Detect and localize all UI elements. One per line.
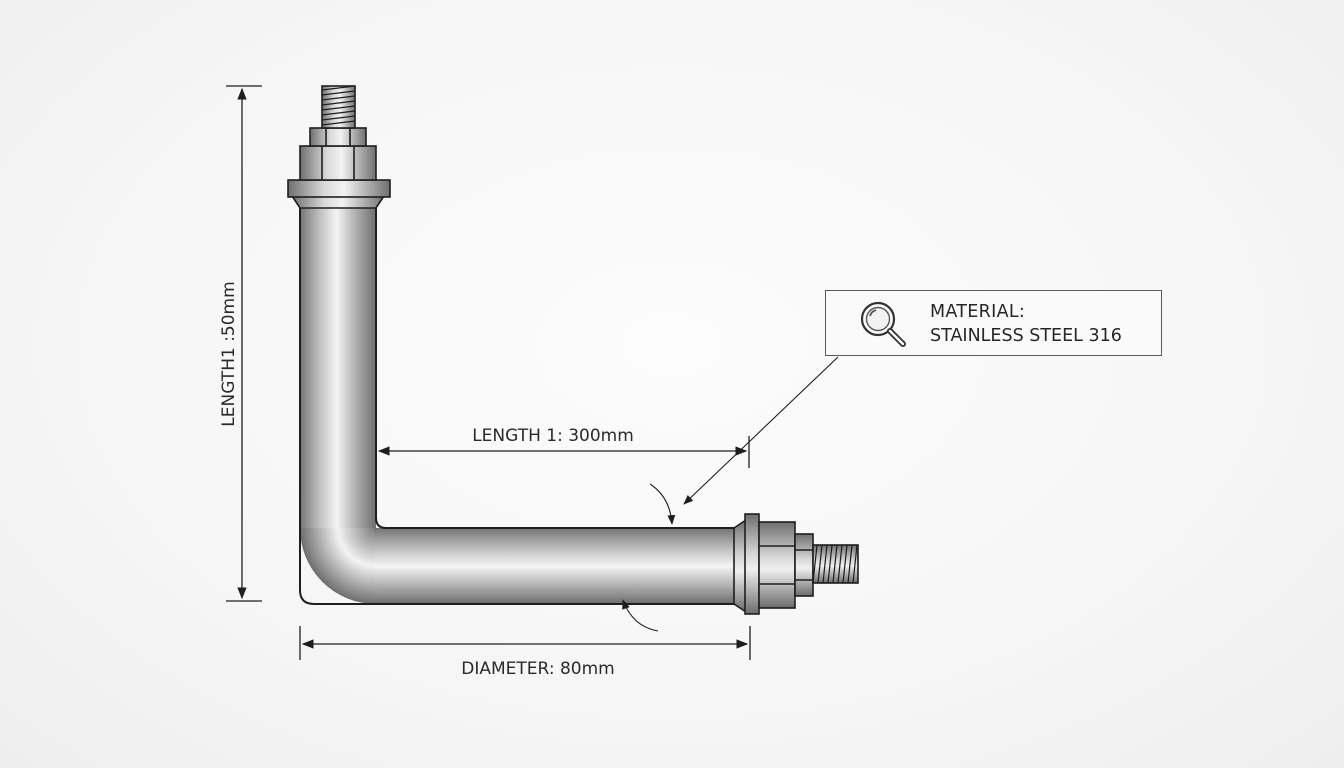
diameter-arc-arrow-top	[649, 483, 676, 525]
magnifier-icon	[860, 301, 906, 347]
material-title: MATERIAL:	[930, 302, 1026, 322]
diameter-label: DIAMETER: 80mm	[461, 659, 614, 679]
right-fitting	[733, 513, 859, 615]
pipe-body	[299, 206, 736, 605]
pipe-elbow	[300, 528, 376, 604]
vertical-dimension	[226, 85, 262, 602]
top-hex-nut	[299, 145, 377, 181]
top-flange-taper	[290, 195, 386, 209]
right-flange-washer	[744, 513, 760, 615]
diameter-dimension	[299, 626, 751, 660]
top-flange-washer	[287, 179, 391, 198]
top-lock-nut	[309, 127, 367, 147]
diameter-arc-arrow-bottom	[622, 599, 659, 632]
right-hex-nut	[758, 521, 796, 609]
material-value: STAINLESS STEEL 316	[930, 326, 1122, 346]
top-thread-lines	[321, 85, 356, 126]
vertical-pipe-segment	[300, 206, 376, 530]
length-label: LENGTH 1: 300mm	[472, 426, 634, 446]
material-callout-box: MATERIAL: STAINLESS STEEL 316	[825, 290, 1162, 356]
pipe-outline	[299, 206, 736, 605]
top-fitting	[287, 85, 391, 209]
horizontal-pipe-segment	[374, 528, 736, 604]
right-thread-lines	[812, 544, 858, 584]
material-leader-line	[683, 356, 839, 505]
vertical-length-label: LENGTH1 :50mm	[219, 281, 239, 426]
right-lock-nut	[794, 533, 814, 597]
